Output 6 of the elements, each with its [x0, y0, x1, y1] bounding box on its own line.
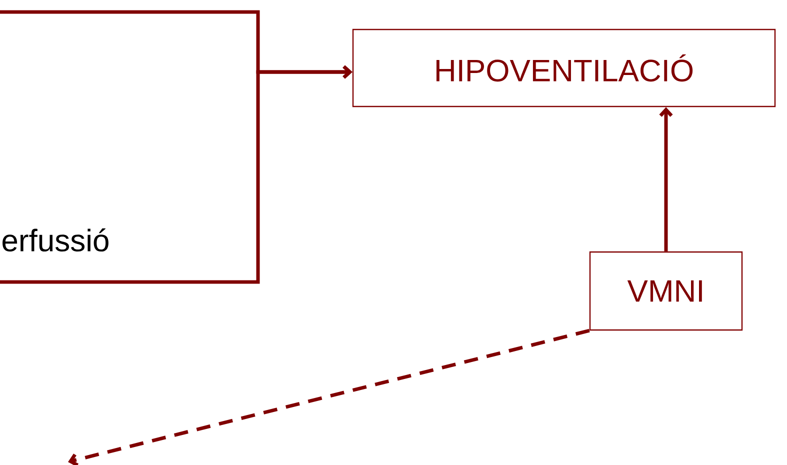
- label-box: HIPOVENTILACIÓ: [352, 28, 776, 108]
- label-text: erfussió: [2, 228, 108, 252]
- arrow: [68, 328, 590, 465]
- arrow: [0, 65, 352, 284]
- arrow: [659, 107, 673, 252]
- label-box: VMNI: [589, 251, 743, 331]
